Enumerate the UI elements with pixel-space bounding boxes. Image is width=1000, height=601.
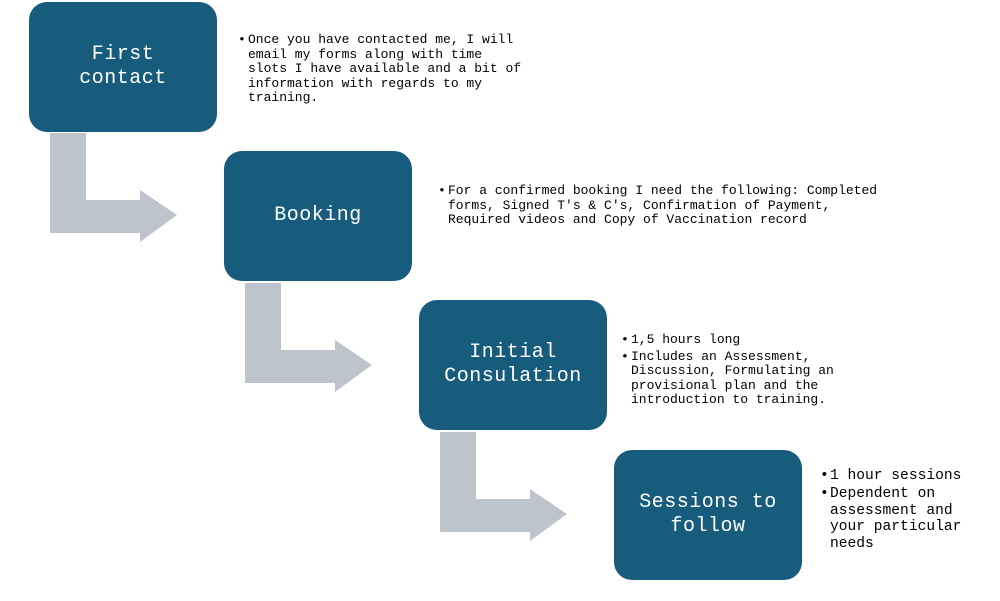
bullet-item: 1,5 hours long xyxy=(621,332,861,348)
step-title: Sessions to follow xyxy=(639,491,777,538)
step-box-first-contact: First contact xyxy=(29,2,217,132)
step-description-booking: For a confirmed booking I need the follo… xyxy=(438,183,878,230)
step-box-sessions-to-follow: Sessions to follow xyxy=(614,450,802,580)
bullet-item: Once you have contacted me, I will email… xyxy=(238,32,528,106)
connector-arrow-2 xyxy=(245,283,372,392)
step-title: Booking xyxy=(274,204,362,227)
connector-arrow-3 xyxy=(440,432,567,541)
connector-arrow-1 xyxy=(50,133,177,242)
bullet-item: For a confirmed booking I need the follo… xyxy=(438,183,878,228)
step-box-initial-consultation: Initial Consulation xyxy=(419,300,607,430)
step-box-booking: Booking xyxy=(224,151,412,281)
step-title: Initial Consulation xyxy=(444,341,582,388)
step-title: First contact xyxy=(79,43,167,90)
bullet-item: Dependent on assessment and your particu… xyxy=(820,486,990,552)
bullet-item: Includes an Assessment, Discussion, Form… xyxy=(621,349,861,408)
step-description-initial-consultation: 1,5 hours long Includes an Assessment, D… xyxy=(621,332,861,410)
step-description-sessions-to-follow: 1 hour sessions Dependent on assessment … xyxy=(820,468,990,554)
step-description-first-contact: Once you have contacted me, I will email… xyxy=(238,32,528,108)
bullet-item: 1 hour sessions xyxy=(820,468,990,485)
